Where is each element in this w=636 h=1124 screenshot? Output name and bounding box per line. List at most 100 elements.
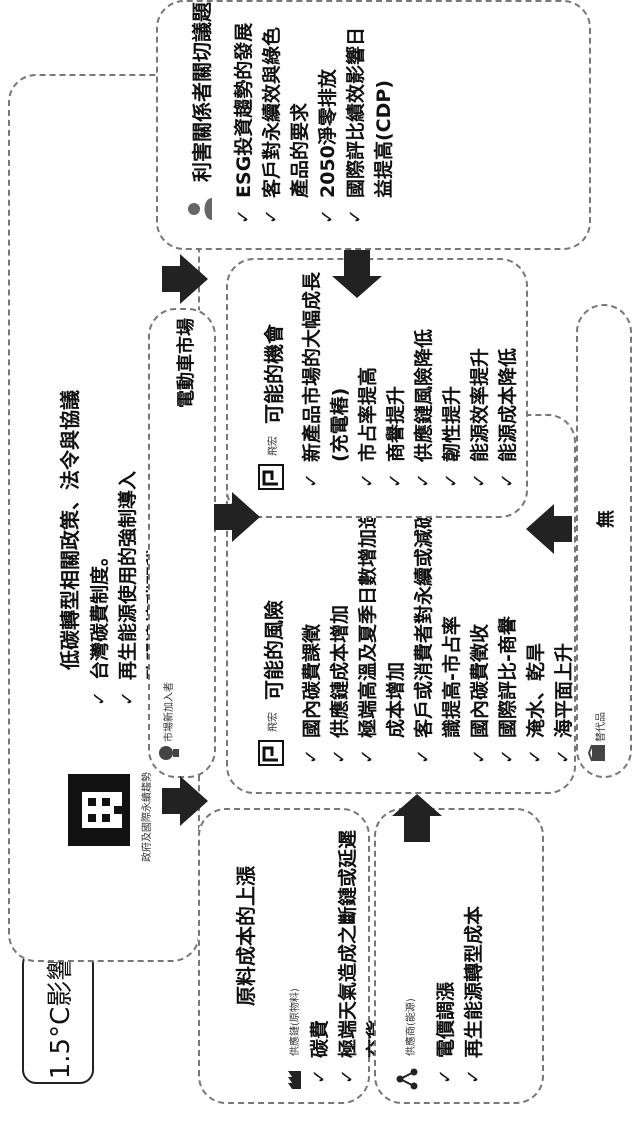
lightbulb-icon bbox=[158, 744, 186, 762]
stakeholder-list-item-text: 國際評比績效影響日益提高(CDP) bbox=[345, 26, 395, 198]
supply-material-list-item-text: 碳費 bbox=[309, 1019, 331, 1058]
stakeholders-heading: 利害關係者關切議題 bbox=[190, 2, 214, 182]
checkmark-icon: ✓ bbox=[435, 1068, 456, 1084]
company-logo-icon bbox=[258, 740, 288, 766]
supply-materials-heading: 原料成本的上漲 bbox=[234, 866, 258, 1006]
risk-list-item-text: 國際評比-商譽 bbox=[497, 616, 519, 738]
checkmark-icon: ✓ bbox=[463, 1068, 484, 1084]
market-box: 市場新加入者 電動車市場 bbox=[148, 308, 216, 778]
opportunities-box: 飛宏 可能的機會 ✓ 新產品市場的大幅成長(充電樁) ✓ 市占率提高 ✓ 商譽提升 ✓ 供應鏈… bbox=[226, 258, 528, 518]
company-logo-icon bbox=[258, 464, 288, 490]
gov-caption: 政府及國際永續趨勢 bbox=[142, 772, 153, 862]
supply-materials-caption: 供應鏈(原物料) bbox=[290, 988, 301, 1056]
opportunity-list-item-text: 能源成本降低 bbox=[497, 347, 519, 462]
checkmark-icon: ✓ bbox=[89, 690, 110, 706]
checkmark-icon: ✓ bbox=[317, 208, 338, 224]
opportunity-list-item-text: 韌性提升 bbox=[441, 385, 463, 462]
risk-list-item-text: 國內碳費課徵 bbox=[301, 623, 323, 738]
checkmark-icon: ✓ bbox=[385, 472, 406, 488]
stakeholder-list-item-text: 2050淨零排放 bbox=[317, 69, 339, 198]
opportunity-list-item: ✓ 能源效率提升 bbox=[466, 262, 494, 492]
stakeholders-box: 利害關係者關切議題 ✓ ESG投資趨勢的發展 ✓ 客戶對永續效與綠色產品的要求 ✓ 205… bbox=[156, 0, 591, 250]
checkmark-icon: ✓ bbox=[413, 472, 434, 488]
checkmark-icon: ✓ bbox=[497, 472, 518, 488]
checkmark-icon: ✓ bbox=[337, 1068, 358, 1084]
opportunity-list-item-text: 供應鏈風險降低 bbox=[413, 328, 435, 462]
gov-list-item-text: 台灣碳費制度。 bbox=[89, 546, 111, 680]
gov-list-item: ✓ 台灣碳費制度。 bbox=[86, 471, 114, 710]
checkmark-icon: ✓ bbox=[309, 1068, 330, 1084]
risks-box: 飛宏 可能的風險 ✓國內碳費課徵✓供應鏈成本增加✓極端高溫及夏季日數增加造成的空… bbox=[226, 414, 631, 794]
market-label: 電動車市場 bbox=[176, 318, 197, 408]
substitutes-label: 無 bbox=[596, 510, 617, 528]
checkmark-icon: ✓ bbox=[497, 748, 518, 764]
opportunity-list-item-text: 商譽提升 bbox=[385, 385, 407, 462]
arrow-market-to-center bbox=[214, 492, 260, 542]
arrow-gov-to-risks bbox=[162, 776, 208, 826]
checkmark-icon: ✓ bbox=[525, 748, 546, 764]
gov-heading: 低碳轉型相關政策、法令與協議 bbox=[58, 390, 82, 670]
market-caption: 市場新加入者 bbox=[164, 682, 175, 742]
title-box: 1.5°C影響 bbox=[22, 950, 94, 1084]
risk-list-item-text: 國內碳費徵收 bbox=[469, 623, 491, 738]
opportunity-list-item: ✓ 商譽提升 bbox=[382, 262, 410, 492]
checkmark-icon: ✓ bbox=[301, 748, 322, 764]
supply-energy-list-item-text: 再生能源轉型成本 bbox=[463, 905, 485, 1058]
gov-list-item-text: 再生能源使用的強制導入 bbox=[117, 470, 139, 680]
opportunity-list-item: ✓韌性提升 bbox=[438, 262, 466, 492]
arrow-stakeholders-to-opportunities bbox=[332, 250, 382, 298]
risk-list-item-text: 淹水、乾旱 bbox=[525, 642, 547, 738]
checkmark-icon: ✓ bbox=[117, 690, 138, 706]
opportunity-list-item-text: 市占率提高 bbox=[357, 366, 379, 462]
box-icon bbox=[587, 744, 610, 762]
checkmark-icon: ✓ bbox=[413, 748, 434, 764]
checkmark-icon: ✓ bbox=[469, 472, 490, 488]
supply-material-list-item: ✓ 碳費 bbox=[306, 818, 334, 1088]
supply-materials-box: 原料成本的上漲 供應鏈(原物料) ✓碳費✓極端天氣造成之斷鏈或延遲交貨 bbox=[198, 808, 387, 1104]
opportunity-list-item-text: 新產品市場的大幅成長(充電樁) bbox=[301, 271, 351, 462]
risks-logo-text: 飛宏 bbox=[268, 712, 279, 732]
factory-icon bbox=[284, 1068, 306, 1090]
supply-energy-list-item: ✓ 電價調漲 bbox=[432, 818, 460, 1088]
stakeholder-list-item: ✓ 國際評比績效影響日益提高(CDP) bbox=[342, 18, 398, 228]
risk-list-item: ✓ 海平面上升 bbox=[550, 432, 578, 768]
person-icon bbox=[186, 196, 216, 222]
checkmark-icon: ✓ bbox=[329, 748, 350, 764]
checkmark-icon: ✓ bbox=[345, 208, 366, 224]
checkmark-icon: ✓ bbox=[261, 208, 282, 224]
stakeholder-list-item: ✓ 客戶對永續效與綠色產品的要求 bbox=[258, 18, 314, 228]
stakeholder-list-item: ✓ 2050淨零排放 bbox=[314, 18, 342, 228]
risk-list-item-text: 海平面上升 bbox=[553, 642, 575, 738]
substitutes-box: 替代品 無 bbox=[576, 304, 632, 778]
risks-heading: 可能的風險 bbox=[262, 600, 286, 700]
opportunity-list-item-text: 能源效率提升 bbox=[469, 347, 491, 462]
supply-energy-list-item: ✓ 再生能源轉型成本 bbox=[460, 818, 488, 1088]
stakeholder-list-item-text: ESG投資趨勢的發展 bbox=[233, 22, 255, 198]
building-icon bbox=[66, 772, 136, 848]
arrow-supply-to-risks bbox=[392, 794, 442, 842]
checkmark-icon: ✓ bbox=[233, 208, 254, 224]
checkmark-icon: ✓ bbox=[357, 748, 378, 764]
stakeholder-list-item-text: 客戶對永續效與綠色產品的要求 bbox=[261, 26, 311, 198]
risk-list-item-text: 供應鏈成本增加 bbox=[329, 604, 351, 738]
stakeholders-list: ✓ ESG投資趨勢的發展 ✓ 客戶對永續效與綠色產品的要求 ✓ 2050淨零排放 ✓ 國際評比… bbox=[230, 18, 398, 228]
title-text: 1.5°C影響 bbox=[45, 954, 76, 1080]
supply-energy-box: 供應商(能源) ✓ 電價調漲 ✓ 再生能源轉型成本 bbox=[374, 808, 544, 1104]
supply-energy-list-item-text: 電價調漲 bbox=[435, 981, 457, 1058]
arrow-substitutes-to-center bbox=[526, 504, 572, 554]
supply-energy-list: ✓ 電價調漲 ✓ 再生能源轉型成本 bbox=[432, 818, 488, 1088]
opportunity-list-item: ✓ 能源成本降低 bbox=[494, 262, 522, 492]
network-icon bbox=[396, 1068, 422, 1090]
opportunities-heading: 可能的機會 bbox=[262, 324, 286, 424]
opportunities-logo-text: 飛宏 bbox=[268, 436, 279, 456]
supply-energy-caption: 供應商(能源) bbox=[406, 998, 417, 1056]
checkmark-icon: ✓ bbox=[553, 748, 574, 764]
gov-policy-box: 政府及國際永續趨勢 低碳轉型相關政策、法令與協議 ✓ 台灣碳費制度。 ✓ 再生能源使用… bbox=[8, 74, 200, 962]
stakeholder-list-item: ✓ ESG投資趨勢的發展 bbox=[230, 18, 258, 228]
checkmark-icon: ✓ bbox=[469, 748, 490, 764]
substitutes-caption: 替代品 bbox=[596, 712, 607, 742]
checkmark-icon: ✓ bbox=[357, 472, 378, 488]
checkmark-icon: ✓ bbox=[301, 472, 322, 488]
gov-list-item: ✓ 再生能源使用的強制導入 bbox=[114, 471, 142, 710]
